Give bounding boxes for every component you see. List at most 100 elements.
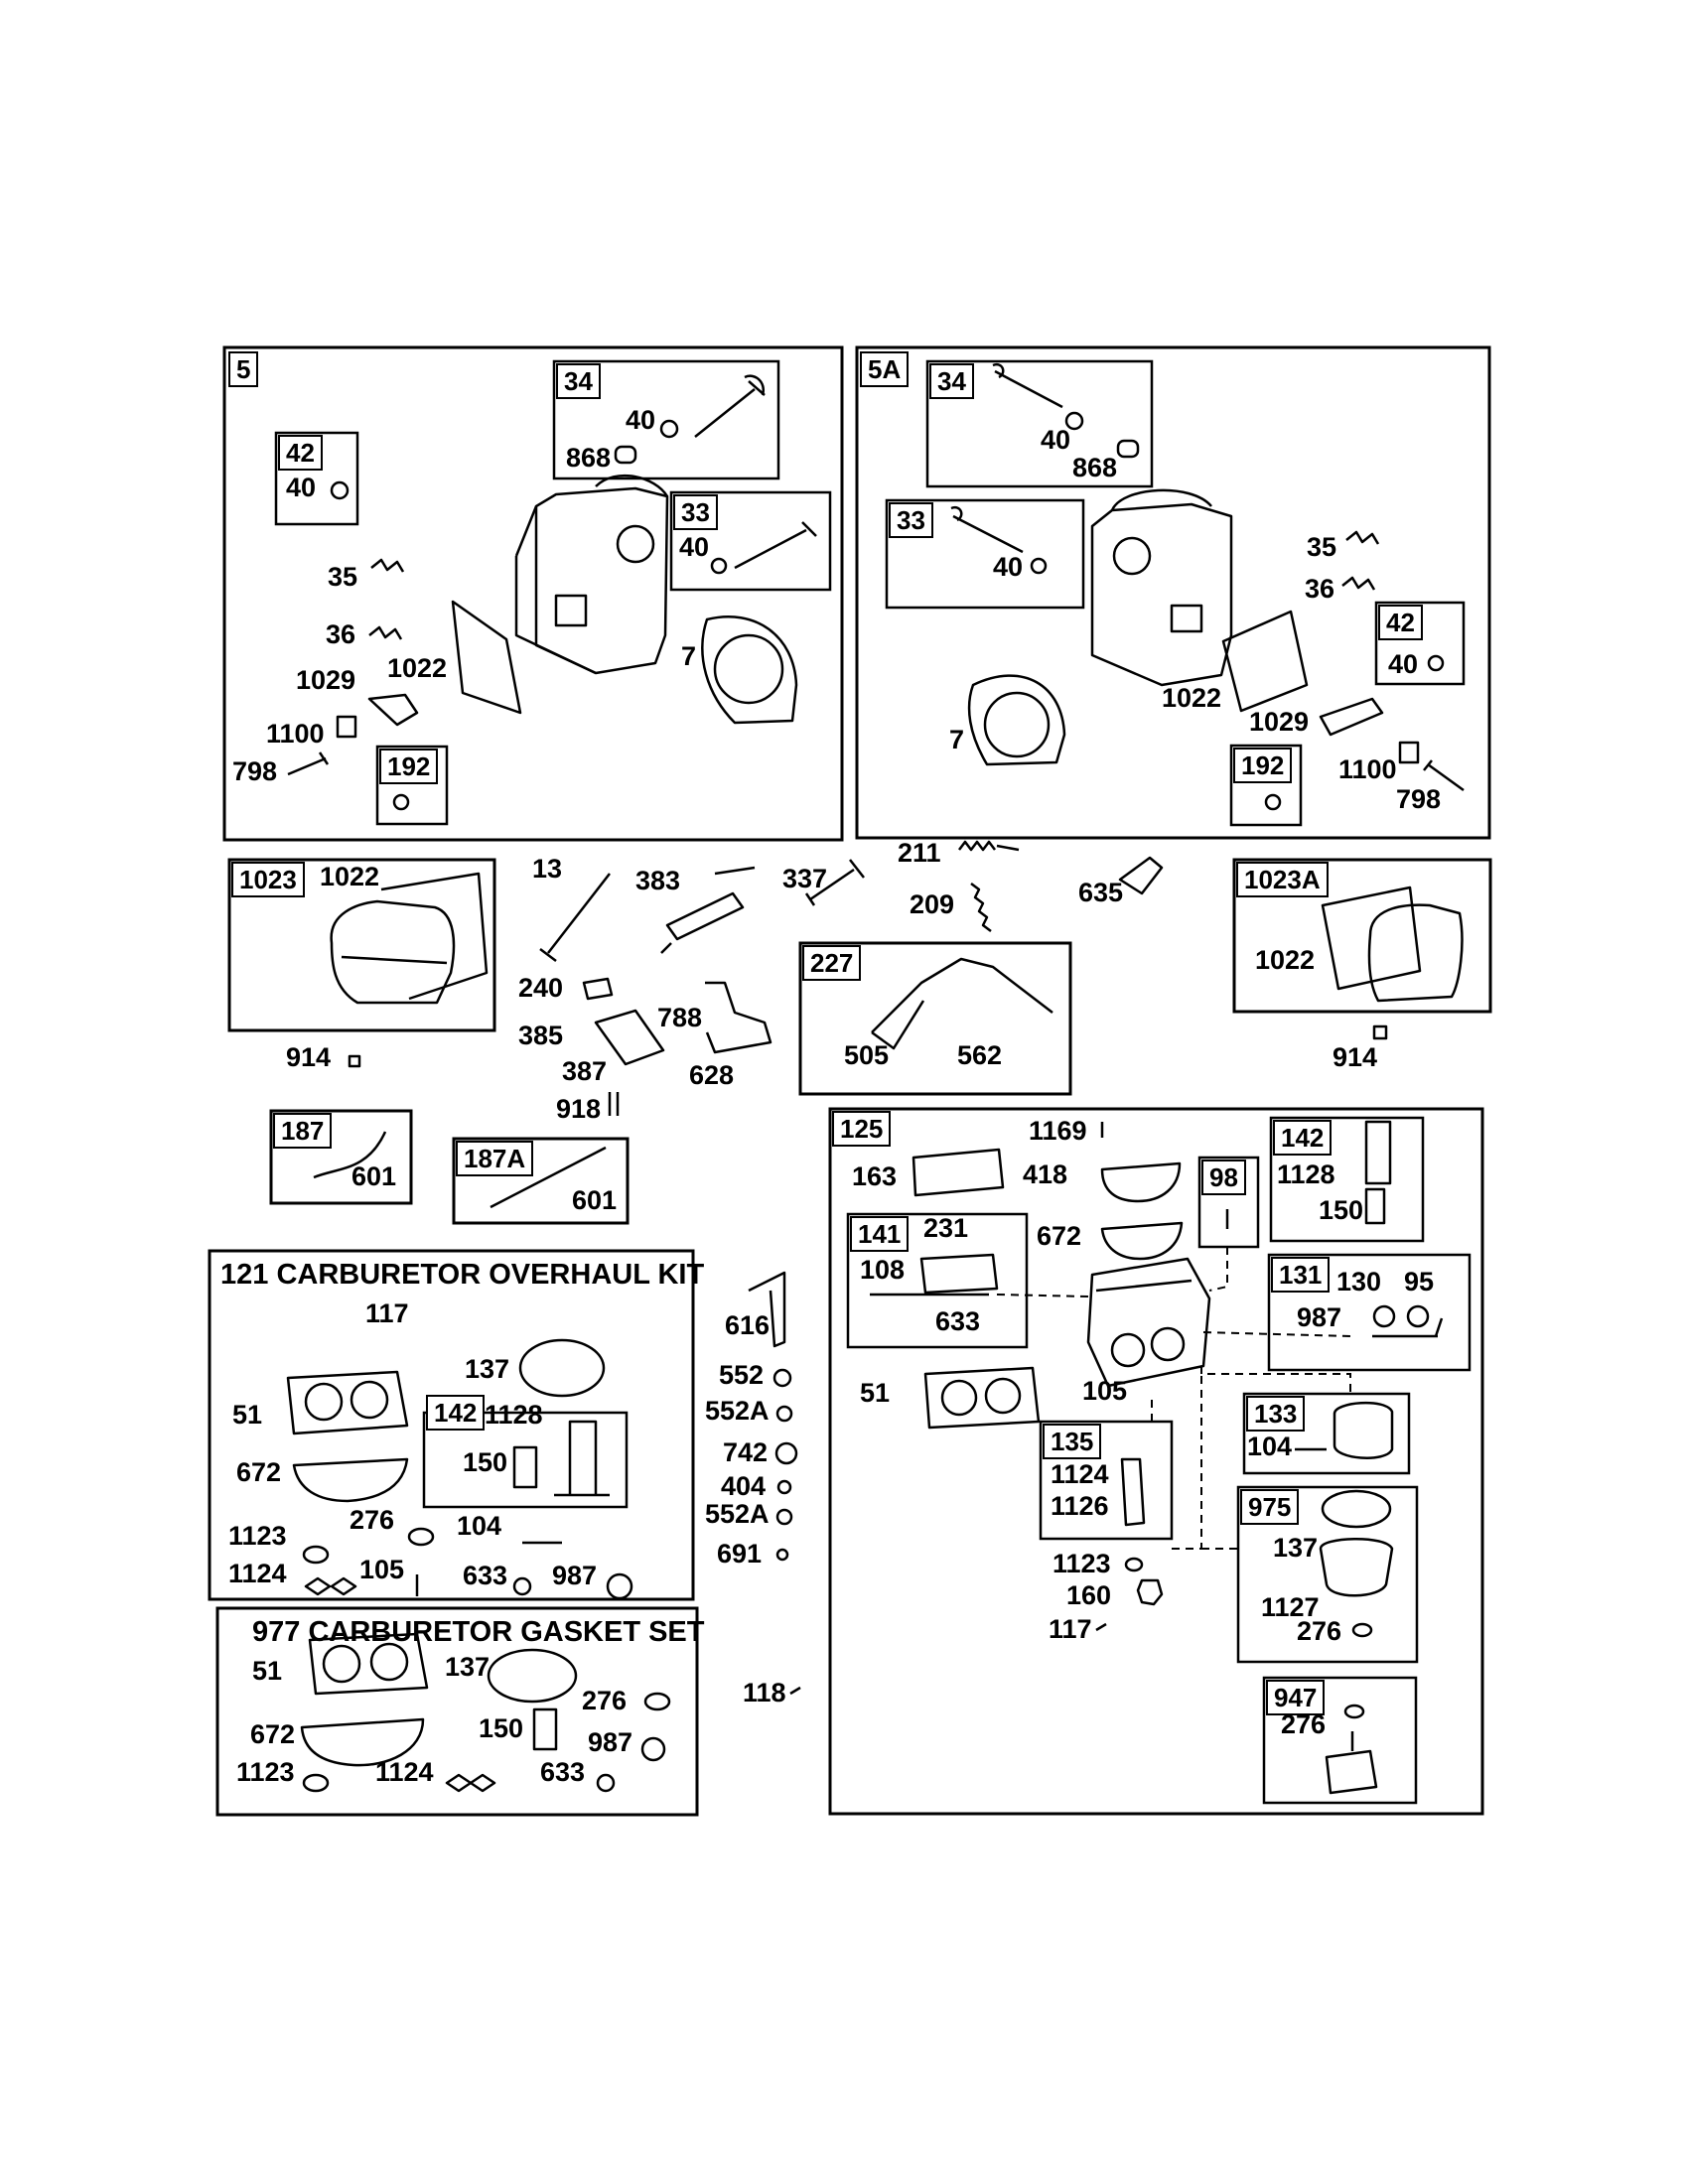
g125-135-float-drawing xyxy=(1120,1457,1146,1527)
g121-label-1123: 1123 xyxy=(228,1521,287,1551)
part-label-914-left: 914 xyxy=(286,1042,332,1072)
g5-sub-33-tag[interactable]: 33 xyxy=(673,494,718,530)
g125-sub-975-tag[interactable]: 975 xyxy=(1240,1489,1300,1525)
g121-sub-142-box xyxy=(422,1411,629,1509)
part-label-383: 383 xyxy=(635,866,681,895)
g977-gasket-51-drawing xyxy=(308,1632,429,1696)
g5a-retainer-33-drawing xyxy=(1030,557,1048,575)
g5a-label-1029: 1029 xyxy=(1249,707,1310,737)
g125-sub-98-tag[interactable]: 98 xyxy=(1201,1160,1246,1195)
g125-975-label-137: 137 xyxy=(1273,1533,1319,1563)
g125-washer-1123-drawing xyxy=(1124,1557,1144,1572)
spark-plug-337-drawing xyxy=(804,859,865,906)
g977-gasket-51-hole2-drawing xyxy=(369,1642,409,1682)
part-label-13: 13 xyxy=(532,854,563,884)
g125-sub-98-box xyxy=(1197,1156,1260,1249)
g977-gasket-51-hole1-drawing xyxy=(322,1644,361,1684)
g121-label-105: 105 xyxy=(359,1555,405,1584)
part-label-552a: 552A xyxy=(705,1396,770,1426)
g5a-sub-192-tag[interactable]: 192 xyxy=(1233,748,1293,783)
g121-title[interactable]: 121 CARBURETOR OVERHAUL KIT xyxy=(220,1259,705,1291)
g125-sub-947-tag[interactable]: 947 xyxy=(1266,1680,1326,1715)
g125-sub-141-tag[interactable]: 141 xyxy=(850,1216,910,1252)
g125-131-disc-130-drawing xyxy=(1372,1304,1396,1328)
g121-label-137: 137 xyxy=(465,1354,510,1384)
group-125-tag[interactable]: 125 xyxy=(832,1111,892,1147)
part-label-404: 404 xyxy=(721,1471,767,1501)
g125-connector-98 xyxy=(1208,1247,1228,1292)
g125-135-label-1124: 1124 xyxy=(1051,1459,1109,1489)
g977-label-137: 137 xyxy=(445,1652,491,1682)
g121-label-276: 276 xyxy=(350,1505,395,1535)
g125-975-ring-137-drawing xyxy=(1321,1489,1392,1529)
g977-label-633: 633 xyxy=(540,1757,586,1787)
g187-label-601: 601 xyxy=(351,1161,397,1191)
g5a-sub-33-tag[interactable]: 33 xyxy=(889,502,933,538)
g125-connector-975 xyxy=(1172,1374,1238,1550)
g125-sub-131-tag[interactable]: 131 xyxy=(1271,1257,1331,1293)
g5a-sub-42-tag[interactable]: 42 xyxy=(1378,605,1423,640)
g125-135-label-1126: 1126 xyxy=(1051,1491,1109,1521)
part-label-387: 387 xyxy=(562,1056,608,1086)
part-label-209: 209 xyxy=(910,889,955,919)
g5a-sub-34-tag[interactable]: 34 xyxy=(929,363,974,399)
g977-title[interactable]: 977 CARBURETOR GASKET SET xyxy=(252,1616,705,1648)
group-1023-tag[interactable]: 1023 xyxy=(231,862,305,897)
group-227-tag[interactable]: 227 xyxy=(802,945,862,981)
g5-sub-34-tag[interactable]: 34 xyxy=(556,363,601,399)
g5-label-1100: 1100 xyxy=(266,719,325,749)
g121-label-987: 987 xyxy=(552,1561,598,1590)
g5-guide-1100-drawing xyxy=(336,715,357,739)
group-1023a-tag[interactable]: 1023A xyxy=(1236,862,1329,897)
g1023-valve-cover-drawing xyxy=(330,872,489,1005)
g121-washer-1123-drawing xyxy=(302,1545,330,1565)
g121-gasket-51-hole2-drawing xyxy=(350,1380,389,1420)
g121-gasket-672-drawing xyxy=(292,1457,409,1503)
screw-914a-drawing xyxy=(348,1054,361,1068)
g5a-label-1100: 1100 xyxy=(1338,754,1397,784)
g125-947-label-276: 276 xyxy=(1281,1709,1327,1739)
g5a-label-40-b: 40 xyxy=(993,552,1024,582)
g5-sub-42-tag[interactable]: 42 xyxy=(278,435,323,471)
group-187-tag[interactable]: 187 xyxy=(273,1113,333,1149)
g121-gasket-51-drawing xyxy=(286,1370,409,1435)
g125-gasket-51-hole1-drawing xyxy=(940,1379,978,1417)
g977-label-672: 672 xyxy=(250,1719,296,1749)
plate-387-drawing xyxy=(594,1009,665,1066)
group-5a-tag[interactable]: 5A xyxy=(860,351,910,387)
g5a-valve-34-drawing xyxy=(992,362,1063,409)
g5-label-1029: 1029 xyxy=(296,665,356,695)
g125-label-163: 163 xyxy=(852,1161,898,1191)
bolt-13-drawing xyxy=(539,873,611,962)
part-label-918: 918 xyxy=(556,1094,602,1124)
g121-sub-142-tag[interactable]: 142 xyxy=(426,1395,486,1431)
g5a-nut-192-drawing xyxy=(1264,793,1282,811)
g125-sub-135-tag[interactable]: 135 xyxy=(1043,1424,1102,1459)
bracket-227-drawing xyxy=(871,957,1053,1050)
group-5-tag[interactable]: 5 xyxy=(228,351,259,387)
g125-sub-142-tag[interactable]: 142 xyxy=(1273,1120,1333,1156)
group-187a-tag[interactable]: 187A xyxy=(456,1141,534,1176)
g121-142-plate-150-drawing xyxy=(512,1445,538,1489)
g5-sub-192-tag[interactable]: 192 xyxy=(379,749,439,784)
g121-seal-633-drawing xyxy=(512,1576,532,1596)
part-label-385: 385 xyxy=(518,1021,564,1050)
g5a-cylinder-head-drawing xyxy=(1090,488,1233,687)
screw-118-drawing xyxy=(789,1686,801,1696)
group-1023-box xyxy=(227,858,496,1032)
g977-washer-276-drawing xyxy=(643,1692,671,1711)
g5a-keeper-868-drawing xyxy=(1116,439,1140,459)
g5-head-gasket-7-drawing xyxy=(701,614,798,725)
g125-975-bowl-drawing xyxy=(1319,1538,1394,1597)
g5-label-7: 7 xyxy=(681,641,697,671)
breather-240-drawing xyxy=(582,977,614,1001)
g5-retainer-33-drawing xyxy=(710,557,728,575)
g125-sub-133-tag[interactable]: 133 xyxy=(1246,1396,1306,1432)
ring-404-drawing xyxy=(776,1479,792,1495)
g5a-label-40: 40 xyxy=(1041,425,1071,455)
g121-label-672: 672 xyxy=(236,1457,282,1487)
g125-sub-133-box xyxy=(1242,1392,1411,1475)
g121-gasket-51-hole1-drawing xyxy=(304,1382,344,1422)
part-label-552: 552 xyxy=(719,1360,765,1390)
